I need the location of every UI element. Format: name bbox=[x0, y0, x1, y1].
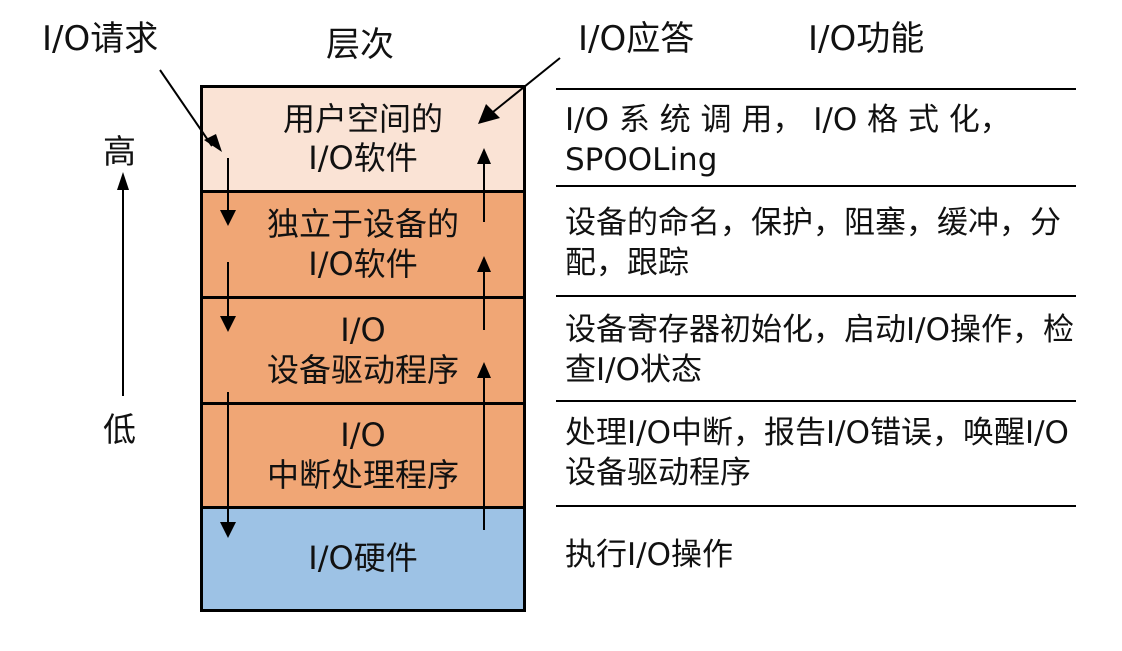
layer-subtitle: I/O软件 bbox=[308, 139, 418, 177]
layer-user-space-io-software: 用户空间的 I/O软件 bbox=[203, 88, 523, 190]
layer-device-independent-io-software: 独立于设备的 I/O软件 bbox=[203, 190, 523, 296]
layer-title: I/O硬件 bbox=[308, 539, 418, 578]
io-layer-stack: 用户空间的 I/O软件 独立于设备的 I/O软件 I/O 设备驱动程序 I/O … bbox=[200, 85, 526, 612]
function-divider bbox=[556, 400, 1076, 402]
arrowhead bbox=[117, 172, 129, 190]
layer-subtitle: I/O软件 bbox=[308, 244, 418, 283]
function-io-hardware: 执行I/O操作 bbox=[565, 537, 733, 573]
layer-device-driver: I/O 设备驱动程序 bbox=[203, 296, 523, 402]
io-request-label: I/O请求 bbox=[42, 19, 159, 59]
io-response-label: I/O应答 bbox=[578, 19, 695, 59]
function-user-space: I/O 系 统 调 用， I/O 格 式 化，SPOOLing bbox=[565, 102, 1011, 179]
layer-io-hardware: I/O硬件 bbox=[203, 506, 523, 609]
function-device-driver: 设备寄存器初始化，启动I/O操作，检查I/O状态 bbox=[565, 312, 1074, 389]
level-high-label: 高 bbox=[103, 132, 136, 171]
level-low-label: 低 bbox=[103, 410, 136, 449]
io-function-header: I/O功能 bbox=[808, 19, 925, 59]
function-interrupt-handler: 处理I/O中断，报告I/O错误，唤醒I/O设备驱动程序 bbox=[565, 415, 1069, 492]
layer-title: 用户空间的 bbox=[282, 99, 443, 138]
layer-header: 层次 bbox=[326, 25, 394, 65]
function-divider bbox=[556, 295, 1076, 297]
function-divider bbox=[556, 505, 1076, 507]
layer-title: 独立于设备的 bbox=[266, 205, 459, 244]
layer-title: I/O bbox=[340, 311, 386, 350]
function-divider bbox=[556, 185, 1076, 187]
function-device-independent: 设备的命名，保护，阻塞，缓冲，分配，跟踪 bbox=[565, 205, 1061, 282]
layer-subtitle: 中断处理程序 bbox=[266, 455, 459, 494]
layer-title: I/O bbox=[340, 416, 386, 455]
layer-subtitle: 设备驱动程序 bbox=[266, 350, 459, 389]
layer-interrupt-handler: I/O 中断处理程序 bbox=[203, 402, 523, 506]
function-divider bbox=[556, 88, 1076, 90]
